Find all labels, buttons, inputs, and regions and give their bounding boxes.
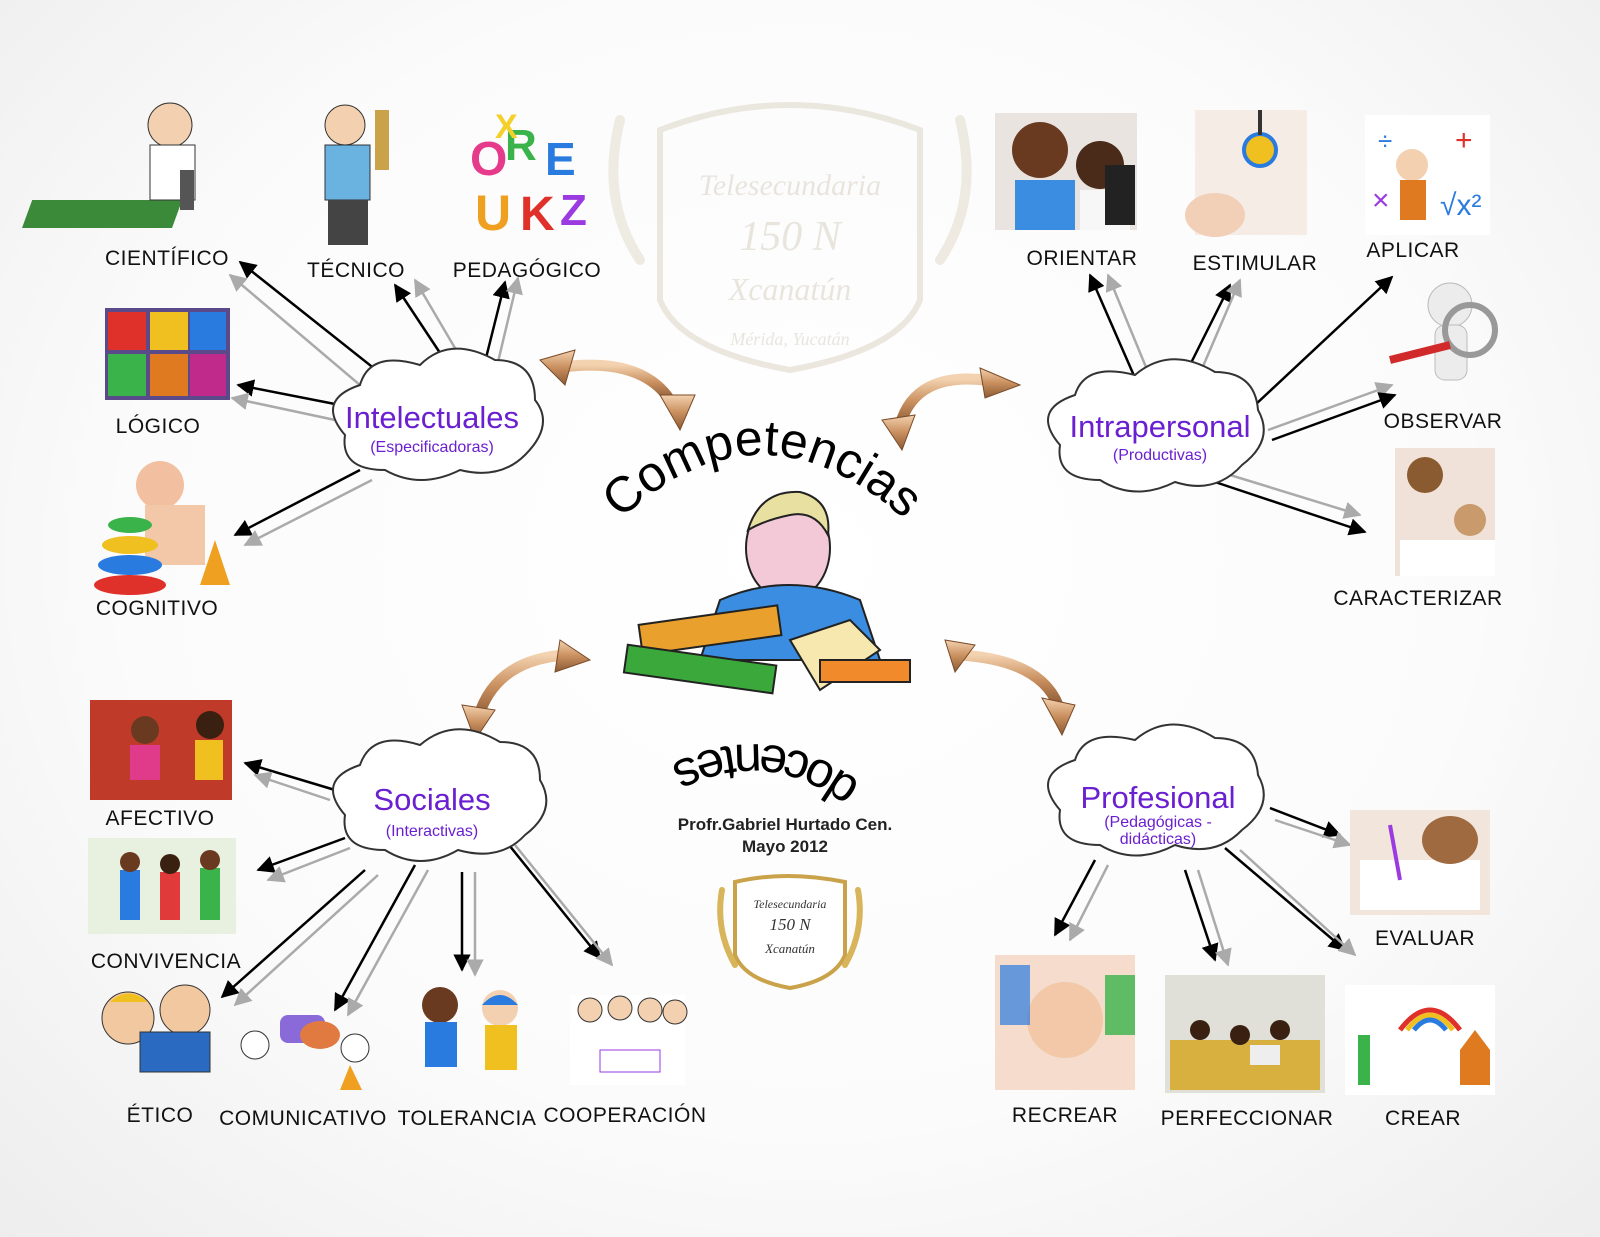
label-aplicar: APLICAR <box>1366 239 1459 262</box>
label-crear: CREAR <box>1385 1107 1461 1130</box>
label-recrear: RECREAR <box>1012 1104 1118 1127</box>
label-convivencia: CONVIVENCIA <box>91 950 241 973</box>
watermark-seal: Telesecundaria 150 N Xcanatún Mérida, Yu… <box>608 102 972 374</box>
children-playing-icon <box>90 700 232 800</box>
label-cognitivo: COGNITIVO <box>96 597 218 620</box>
teacher-student-writing-icon <box>1395 448 1495 576</box>
label-orientar: ORIENTAR <box>1027 247 1138 270</box>
children-reading-book-icon <box>101 984 211 1073</box>
curved-arrow-heads <box>461 349 1076 742</box>
colorful-letters-icon: O R E U K Z X <box>470 108 587 241</box>
seal-line3: Xcanatún <box>764 941 815 956</box>
children-walking-icon <box>422 987 518 1070</box>
label-etico: ÉTICO <box>127 1104 194 1127</box>
svg-text:E: E <box>545 133 576 185</box>
label-estimular: ESTIMULAR <box>1193 252 1318 275</box>
technician-icon <box>324 104 389 245</box>
cloud-profesional-title: Profesional <box>1080 780 1235 815</box>
svg-text:+: + <box>1455 124 1473 157</box>
illustrations: O R E U K Z X ÷ + × √x² <box>22 102 1498 1095</box>
math-kid-icon: ÷ + × √x² <box>1365 115 1490 235</box>
svg-text:√x²: √x² <box>1440 189 1481 222</box>
label-afectivo: AFECTIVO <box>105 807 214 830</box>
watermark-line1: Telesecundaria <box>699 169 881 202</box>
cloud-profesional: Profesional (Pedagógicas - didácticas) <box>1047 723 1265 857</box>
label-cooperacion: COOPERACIÓN <box>543 1104 706 1127</box>
cloud-profesional-subtitle-2: didácticas) <box>1120 831 1196 848</box>
label-tolerancia: TOLERANCIA <box>398 1107 537 1130</box>
label-comunicativo: COMUNICATIVO <box>219 1107 387 1130</box>
cloud-intrapersonal-subtitle: (Productivas) <box>1113 447 1207 464</box>
curved-arrow-bottom-right <box>954 649 1064 711</box>
label-perfeccionar: PERFECCIONAR <box>1161 1107 1334 1130</box>
reading-teacher-illustration <box>622 490 911 695</box>
svg-text:U: U <box>475 185 511 241</box>
connector-arrows <box>220 260 1397 1017</box>
classroom-computers-icon <box>1165 975 1325 1093</box>
label-caracterizar: CARACTERIZAR <box>1333 587 1502 610</box>
mother-daughter-laptop-icon <box>995 113 1137 230</box>
speech-bubbles-people-icon <box>240 1015 370 1090</box>
title-docentes: docentes <box>666 733 868 821</box>
author-date: Mayo 2012 <box>742 837 828 856</box>
cloud-intrapersonal: Intrapersonal (Productivas) <box>1047 358 1265 493</box>
cloud-profesional-subtitle-1: (Pedagógicas - <box>1104 814 1212 831</box>
label-cientifico: CIENTÍFICO <box>105 247 229 270</box>
baby-toy-icon <box>1185 110 1307 237</box>
children-group-cooperation-icon <box>570 995 688 1085</box>
cloud-intrapersonal-title: Intrapersonal <box>1070 409 1251 444</box>
label-logico: LÓGICO <box>116 415 201 438</box>
puzzle-pieces-icon <box>105 308 230 400</box>
cloud-intelectuales-title: Intelectuales <box>345 400 519 435</box>
cloud-intelectuales-subtitle: (Especificadoras) <box>370 439 494 456</box>
seal-line2: 150 N <box>769 915 812 934</box>
cloud-sociales-subtitle: (Interactivas) <box>386 823 478 840</box>
cloud-sociales: Sociales (Interactivas) <box>332 728 548 862</box>
magnifying-glass-figure-icon <box>1389 282 1498 381</box>
svg-text:Z: Z <box>560 186 587 235</box>
scientist-microscope-icon <box>22 102 196 228</box>
children-mural-icon <box>88 838 236 934</box>
watermark-line3: Xcanatún <box>727 271 852 307</box>
child-writing-icon <box>1350 810 1490 915</box>
child-drawing-rainbow-icon <box>1345 985 1495 1095</box>
svg-text:×: × <box>1372 184 1390 217</box>
leaf-labels: CIENTÍFICO TÉCNICO PEDAGÓGICO LÓGICO COG… <box>91 239 1503 1130</box>
curved-arrow-top-right <box>894 373 991 431</box>
watermark-line2: 150 N <box>739 214 843 260</box>
curved-arrows <box>472 359 1064 724</box>
author-name: Profr.Gabriel Hurtado Cen. <box>678 815 892 834</box>
label-tecnico: TÉCNICO <box>307 259 405 282</box>
watermark-line4: Mérida, Yucatán <box>729 329 849 349</box>
curved-arrow-bottom-left <box>472 649 571 724</box>
svg-text:K: K <box>520 188 555 241</box>
label-observar: OBSERVAR <box>1384 410 1503 433</box>
label-pedagogico: PEDAGÓGICO <box>453 259 602 282</box>
svg-text:R: R <box>505 121 537 170</box>
seal-line1: Telesecundaria <box>754 897 827 911</box>
svg-text:X: X <box>495 108 518 146</box>
label-evaluar: EVALUAR <box>1375 927 1475 950</box>
cloud-sociales-title: Sociales <box>373 782 490 817</box>
baby-stacking-rings-icon <box>94 461 230 595</box>
svg-text:÷: ÷ <box>1378 126 1392 156</box>
svg-text:O: O <box>470 133 507 186</box>
school-seal-logo: Telesecundaria 150 N Xcanatún <box>717 874 863 991</box>
cloud-intelectuales: Intelectuales (Especificadoras) <box>332 347 544 481</box>
curved-arrow-top-left <box>549 359 676 406</box>
painted-hands-child-icon <box>995 955 1135 1090</box>
